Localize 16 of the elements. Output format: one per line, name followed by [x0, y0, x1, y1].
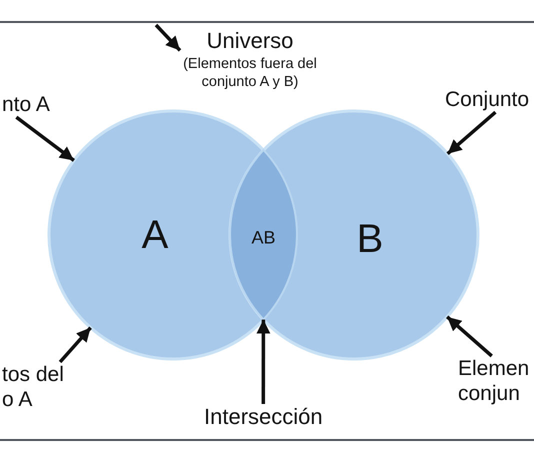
arrow [446, 110, 497, 156]
intersection-label: AB [252, 228, 276, 248]
set-label: A [142, 212, 168, 258]
callout-label: Intersección [204, 404, 323, 430]
arrow [256, 320, 270, 404]
arrow [446, 316, 493, 358]
heading-label: Universo [206, 27, 294, 54]
arrow [15, 116, 75, 162]
callout-label: Elemen conjun [458, 356, 533, 406]
callout-label: tos del o A [2, 362, 68, 412]
note-text: (Elementos fuera del conjunto A y B) [182, 54, 318, 92]
callout-label: nto A [2, 92, 50, 118]
arrow [58, 326, 92, 364]
callout-label: Conjunto [445, 87, 530, 112]
set-label: B [356, 216, 384, 262]
arrow [154, 24, 182, 52]
